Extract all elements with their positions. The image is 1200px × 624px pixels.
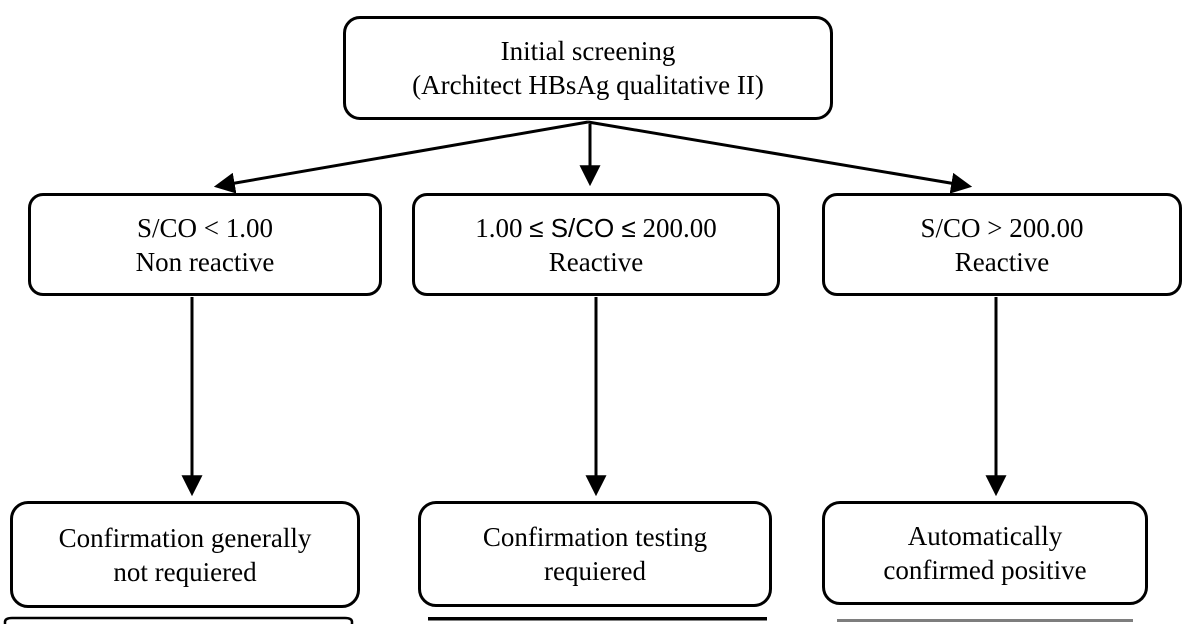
arrow-initial-to-nonreactive bbox=[213, 120, 589, 194]
initial-screening-line1: Initial screening bbox=[500, 36, 676, 66]
node-outcome-auto-confirmed: Automatically confirmed positive bbox=[822, 501, 1148, 605]
cutoff-line-left bbox=[3, 616, 354, 624]
reactive-high-line2: Reactive bbox=[954, 246, 1050, 277]
node-reactive-mid: 1.00 ≤ S/CO ≤ 200.00 Reactive bbox=[412, 193, 780, 296]
arrow-initial-to-reactive-high bbox=[587, 120, 973, 194]
outcome-no-confirmation-line2: not requiered bbox=[113, 556, 257, 587]
outcome-auto-confirmed-line2: confirmed positive bbox=[883, 555, 1087, 585]
nonreactive-line2: Non reactive bbox=[135, 246, 275, 277]
node-nonreactive: S/CO < 1.00 Non reactive bbox=[28, 193, 382, 296]
node-outcome-confirmation-required: Confirmation testing requiered bbox=[418, 501, 772, 607]
outcome-confirmation-required-line2: requiered bbox=[544, 556, 646, 586]
nonreactive-line1: S/CO < 1.00 bbox=[136, 212, 273, 243]
cutoff-line-right bbox=[837, 619, 1133, 622]
initial-screening-line2: (Architect HBsAg qualitative II) bbox=[412, 70, 764, 100]
reactive-mid-line1-right: 200.00 bbox=[635, 212, 717, 243]
node-reactive-high: S/CO > 200.00 Reactive bbox=[822, 193, 1182, 296]
node-outcome-no-confirmation: Confirmation generally not requiered bbox=[10, 501, 360, 608]
reactive-mid-line1-center: ≤ S/CO ≤ bbox=[529, 212, 636, 243]
outcome-auto-confirmed-line1: Automatically bbox=[907, 521, 1063, 551]
reactive-mid-line1: 1.00 ≤ S/CO ≤ 200.00 bbox=[475, 211, 717, 245]
outcome-no-confirmation-line1: Confirmation generally bbox=[58, 522, 312, 553]
cutoff-line-middle bbox=[428, 617, 767, 621]
reactive-mid-line2: Reactive bbox=[548, 246, 644, 277]
outcome-confirmation-required-line1: Confirmation testing bbox=[482, 522, 708, 552]
node-initial-screening: Initial screening (Architect HBsAg quali… bbox=[343, 16, 833, 120]
reactive-mid-line1-left: 1.00 bbox=[475, 212, 530, 243]
reactive-high-line1: S/CO > 200.00 bbox=[920, 212, 1084, 243]
